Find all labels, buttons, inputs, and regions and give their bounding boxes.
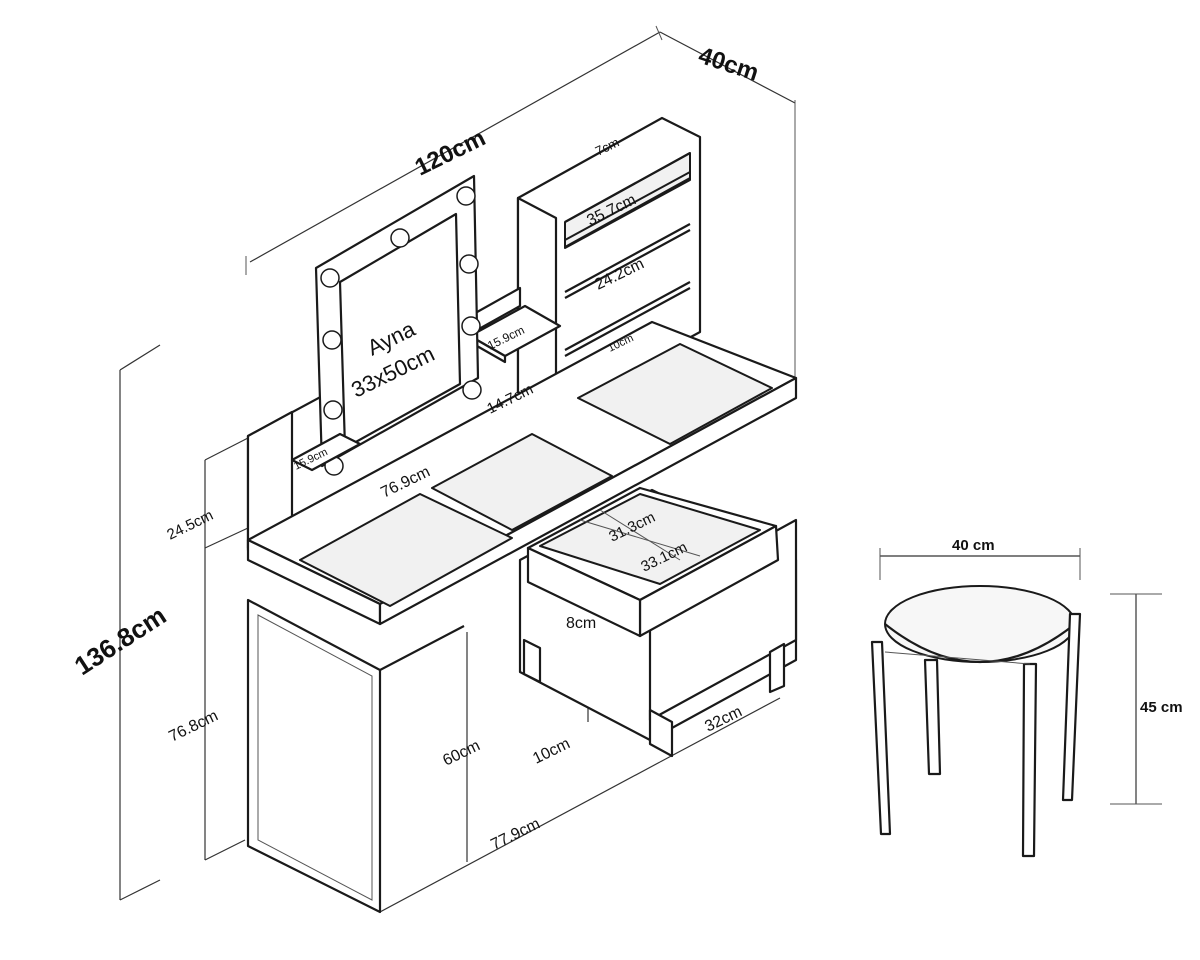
label-stool-width: 40 cm bbox=[952, 537, 995, 554]
label-knee-height: 60cm bbox=[440, 737, 483, 769]
label-upper-height: 24.5cm bbox=[164, 507, 216, 544]
vanity-table bbox=[246, 116, 798, 914]
mirror-bulbs bbox=[320, 186, 482, 476]
label-lower-height: 76.8cm bbox=[166, 707, 221, 745]
label-drawer-height: 8cm bbox=[566, 615, 596, 632]
label-overall-width: 120cm bbox=[411, 124, 490, 181]
label-desk-width: 77.9cm bbox=[488, 815, 543, 853]
label-leg-height: 10cm bbox=[530, 735, 573, 767]
dimension-lines bbox=[119, 25, 796, 913]
label-overall-depth: 40cm bbox=[695, 42, 762, 87]
stool bbox=[870, 548, 1162, 858]
label-stool-height: 45 cm bbox=[1140, 699, 1183, 716]
